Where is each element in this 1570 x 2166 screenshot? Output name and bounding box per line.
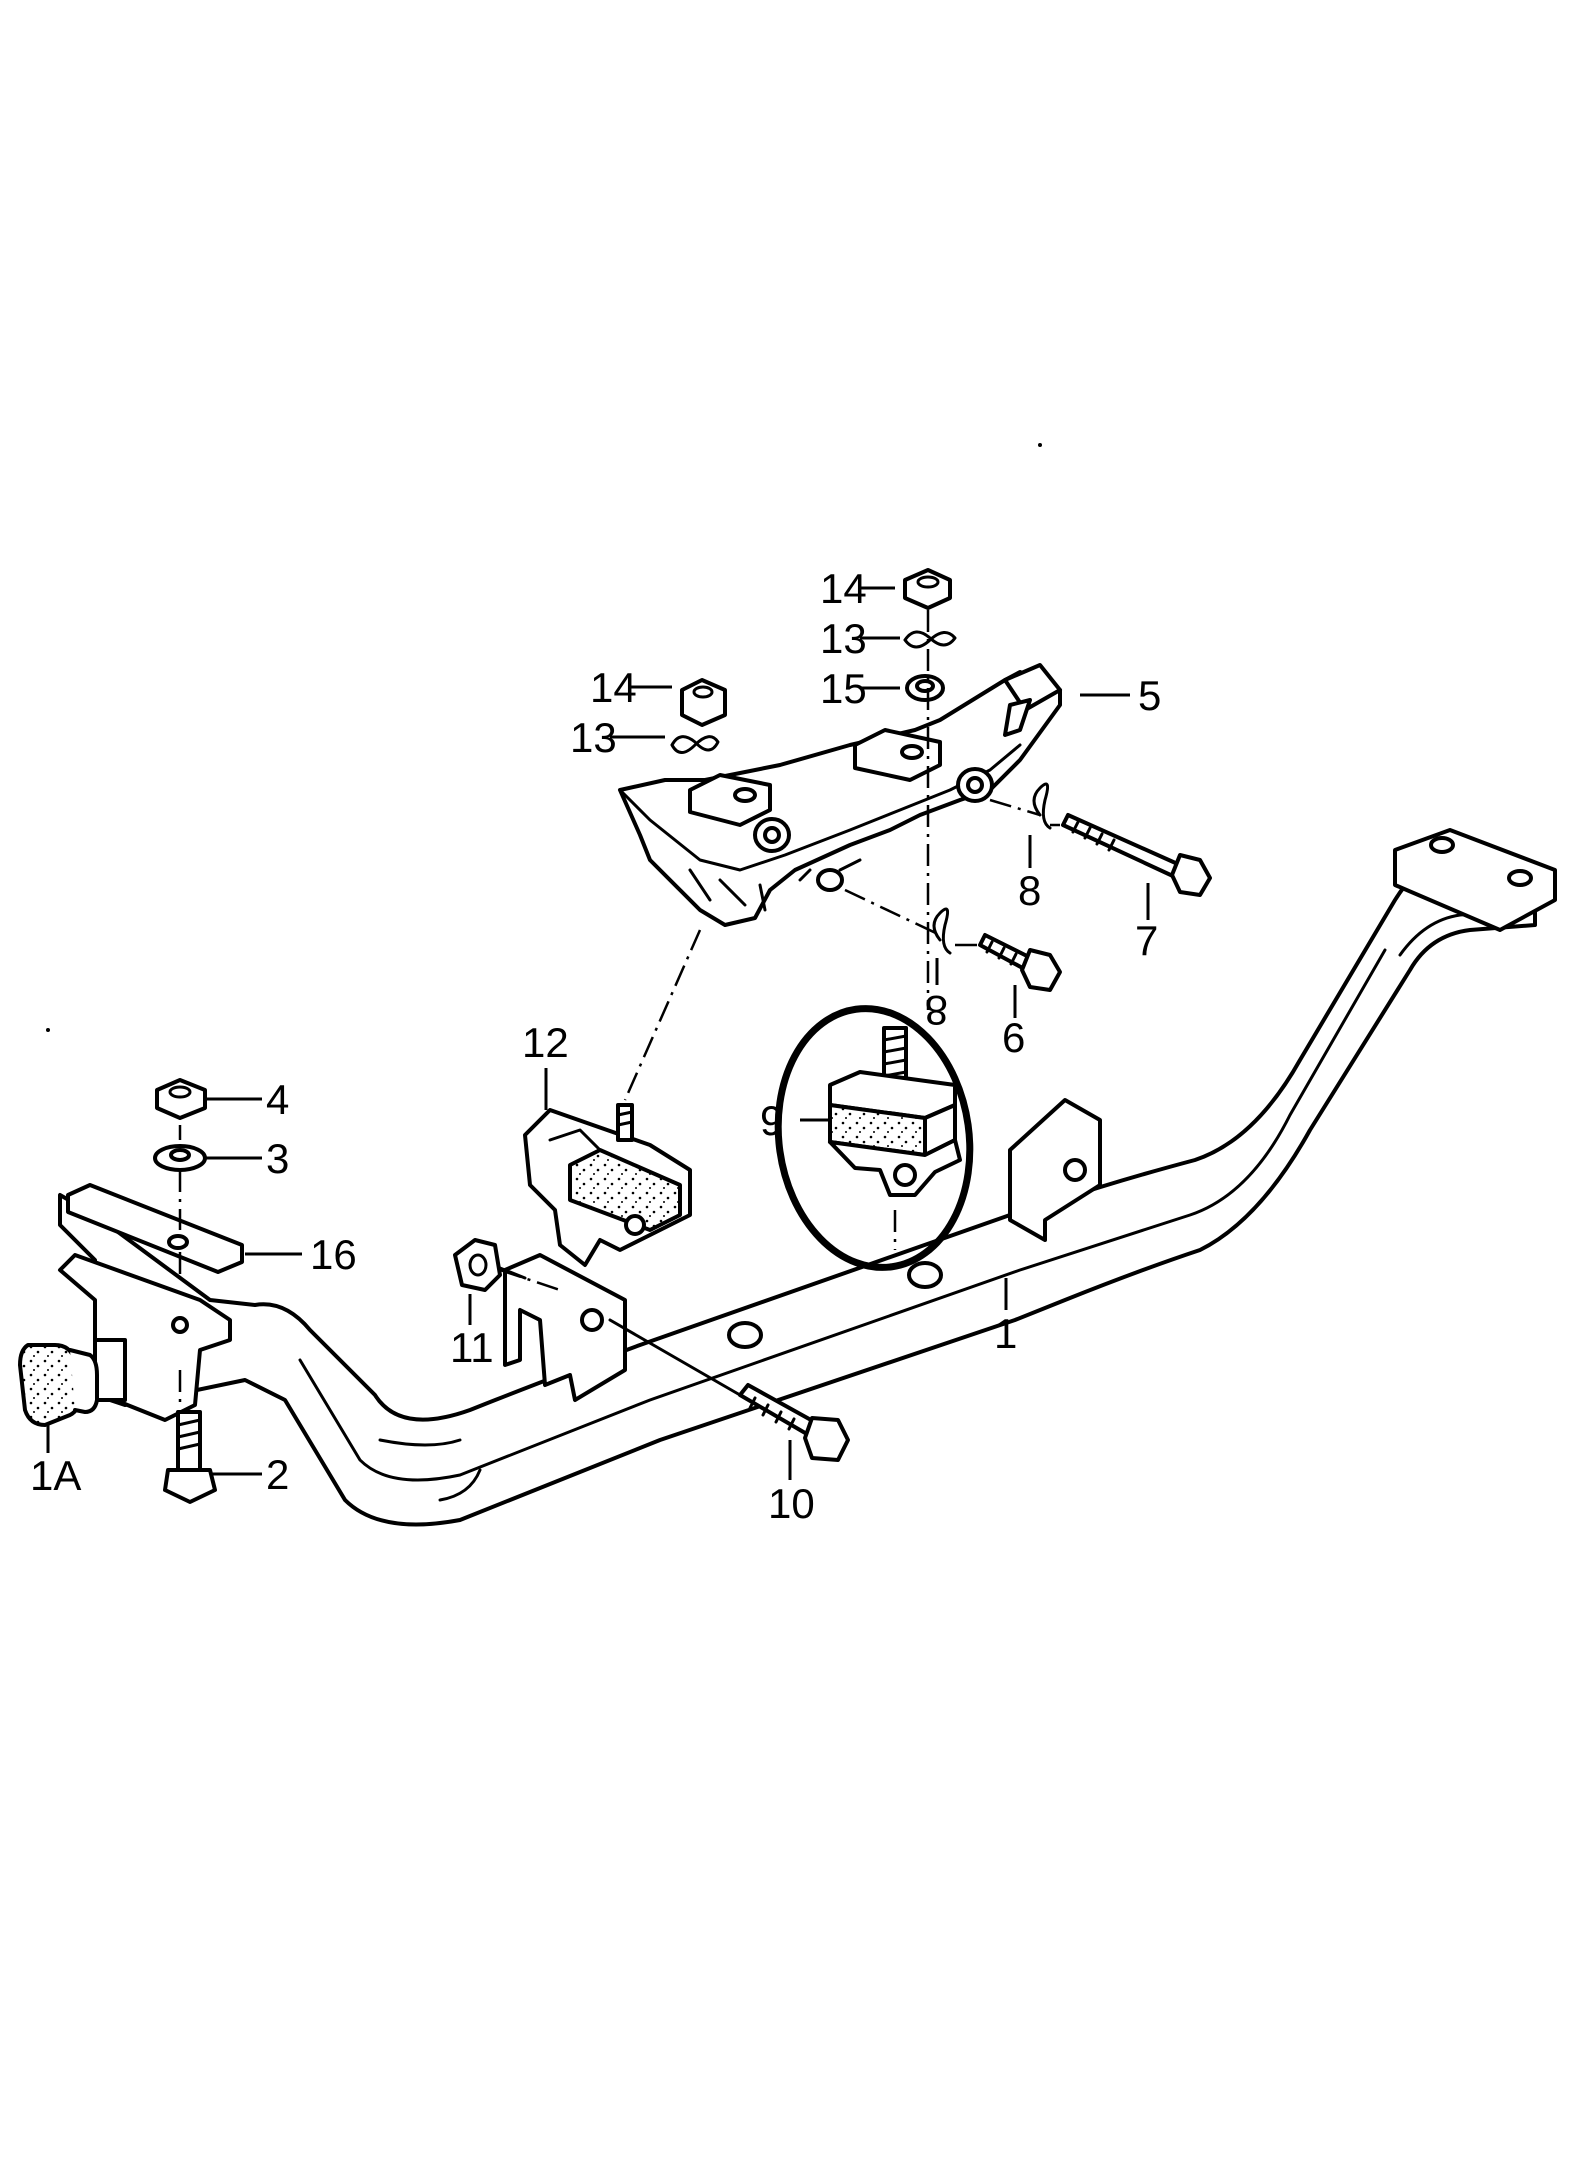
nut-14-lower: [680, 678, 727, 727]
callout-1: 1: [994, 1310, 1017, 1357]
callout-8-upper: 8: [1018, 867, 1041, 914]
speck: [46, 1028, 50, 1032]
lock-washer-8-lower: [932, 907, 952, 955]
engine-mount-9: [828, 1026, 962, 1197]
rubber-plug: [18, 1343, 99, 1427]
nut-14-upper: [903, 568, 952, 610]
frame-hole: [907, 1261, 943, 1289]
plate-16: [66, 1183, 244, 1274]
nut-11: [453, 1238, 502, 1292]
bolt-7: [1061, 813, 1212, 897]
washer-3: [153, 1144, 207, 1172]
callout-6: 6: [1002, 1014, 1025, 1061]
lock-washer-13-upper: [903, 630, 957, 649]
frame-hole: [727, 1321, 763, 1349]
gearbox-mount-12: [523, 1103, 692, 1267]
callout-10: 10: [768, 1480, 815, 1527]
callout-2: 2: [266, 1451, 289, 1498]
nut-4: [155, 1078, 207, 1120]
bolt-2: [163, 1410, 217, 1504]
callout-8-lower: 8: [925, 987, 948, 1034]
callout-11: 11: [450, 1324, 494, 1371]
callout-12: 12: [522, 1019, 569, 1066]
callout-5: 5: [1138, 672, 1161, 719]
speck: [1038, 443, 1042, 447]
leader-lines: [46, 586, 1150, 1480]
callout-3: 3: [266, 1135, 289, 1182]
washer-15: [905, 674, 945, 702]
bolt-6: [978, 933, 1062, 992]
callout-14-lower: 14: [590, 664, 637, 711]
callout-15: 15: [820, 665, 867, 712]
callout-13-upper: 13: [820, 615, 867, 662]
subframe-crossmember: [58, 828, 1557, 1527]
callout-16: 16: [310, 1231, 357, 1278]
lock-washer-8-upper: [1032, 782, 1052, 830]
assembly-lines: [178, 610, 1060, 1405]
lock-washer-13-lower: [670, 735, 720, 754]
bolt-10: [738, 1383, 850, 1462]
callout-7: 7: [1135, 917, 1158, 964]
callout-labels: 14 13 15 5 14 13 8 7 8 6 12 9 4 3 16 11 …: [30, 565, 1161, 1527]
callout-4: 4: [266, 1076, 289, 1123]
gearbox-carrier-5: [618, 663, 1062, 927]
callout-9: 9: [760, 1097, 783, 1144]
callout-14-upper: 14: [820, 565, 867, 612]
highlight-circle: [774, 1005, 974, 1271]
callout-13-lower: 13: [570, 714, 617, 761]
callout-1a: 1A: [30, 1452, 81, 1499]
